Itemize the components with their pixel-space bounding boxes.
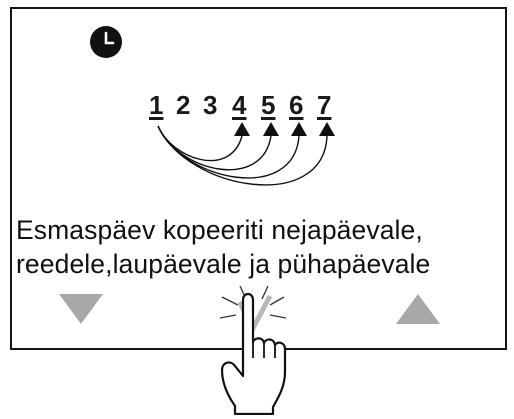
day-3: 3	[203, 90, 218, 120]
message-line-2: reedele,laupäevale ja pühapäevale	[16, 249, 431, 279]
tap-ray	[269, 314, 287, 319]
copy-line-day-5	[157, 125, 272, 171]
triangle-up-icon	[396, 294, 440, 324]
tap-ray	[219, 314, 237, 319]
triangle-down-icon	[59, 294, 103, 324]
copy-line-day-4	[157, 125, 243, 162]
day-5-target: 5	[261, 90, 276, 120]
day-2: 2	[176, 90, 191, 120]
pointing-hand-icon	[220, 292, 287, 415]
up-button[interactable]	[394, 292, 442, 326]
day-7-target: 7	[317, 90, 332, 120]
day-1-source: 1	[149, 90, 164, 120]
message-line-1-rest: äev kopeeriti nejapäevale,	[112, 215, 423, 245]
copy-line-day-7	[157, 125, 328, 186]
weekday-selector: 1 2 3 4 5 6 7	[149, 91, 349, 131]
tap-ray	[221, 296, 239, 306]
message-line-1-prefix: Esmasp	[16, 215, 113, 245]
day-4-target: 4	[232, 90, 247, 120]
tap-ray	[261, 285, 269, 300]
down-button[interactable]	[57, 292, 105, 326]
message-line-1: Esmaspäev kopeeriti nejapäevale,	[16, 213, 506, 247]
copy-line-day-6	[157, 125, 300, 179]
status-message: Esmaspäev kopeeriti nejapäevale, reedele…	[16, 213, 506, 281]
clock-icon	[90, 26, 122, 58]
tap-ray	[269, 296, 285, 306]
day-6-target: 6	[289, 90, 304, 120]
